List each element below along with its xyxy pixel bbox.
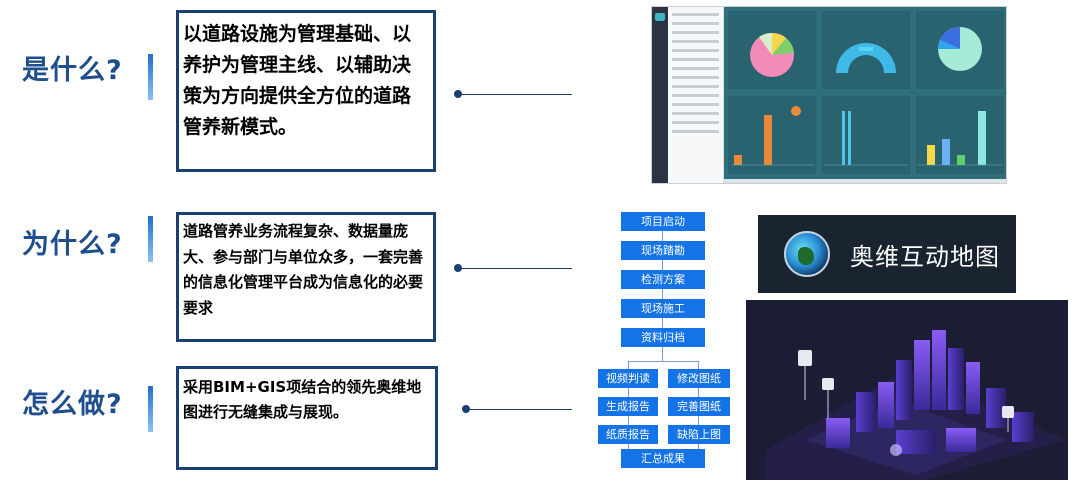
accent-bar <box>148 216 153 262</box>
answer-box-what: 以道路设施为管理基础、以养护为管理主线、以辅助决策为方向提供全方位的道路管养新模… <box>176 10 436 172</box>
map-logo-title: 奥维互动地图 <box>850 243 1000 271</box>
connector-line <box>466 409 572 410</box>
dashboard-sidebar <box>652 7 668 183</box>
flow-right-2: 完善图纸 <box>668 397 730 416</box>
city-illustration <box>766 330 1066 480</box>
flow-left-3: 纸质报告 <box>598 425 658 444</box>
dashboard-main <box>724 7 1006 179</box>
flow-connector <box>662 231 663 361</box>
flow-right-3: 缺陷上图 <box>668 425 730 444</box>
bar-chart-2 <box>824 111 908 166</box>
file-icon <box>798 350 812 366</box>
flow-step-1: 项目启动 <box>621 212 705 231</box>
answer-box-why: 道路管养业务流程复杂、数据量庞大、参与部门与单位众多，一套完善的信息化管理平台成… <box>176 212 436 342</box>
pie-chart-1 <box>750 32 794 77</box>
question-label-what: 是什么? <box>22 55 123 86</box>
map-logo-banner: 奥维互动地图 <box>758 215 1016 293</box>
connector-line <box>458 94 572 95</box>
flow-connector <box>628 361 629 369</box>
bar-chart-1 <box>732 106 814 166</box>
flowchart: 项目启动 现场踏勘 检测方案 现场施工 资料归档 视频判读 修改图纸 生成报告 … <box>598 212 738 474</box>
connector-line <box>458 268 572 269</box>
flow-step-5: 资料归档 <box>621 328 705 347</box>
accent-bar <box>148 54 153 100</box>
dashboard-screenshot <box>651 6 1007 184</box>
dashboard-graphics <box>726 9 1006 176</box>
globe-icon <box>784 231 830 277</box>
question-label-why: 为什么? <box>22 229 123 260</box>
flow-connector <box>628 388 629 460</box>
answer-box-how: 采用BIM+GIS项结合的领先奥维地图进行无缝集成与展现。 <box>176 366 438 470</box>
dashboard-footer <box>724 179 1006 183</box>
marker-icon <box>1002 406 1014 418</box>
city-model-render <box>746 300 1068 480</box>
flow-step-4: 现场施工 <box>621 299 705 318</box>
flow-step-2: 现场踏勘 <box>621 241 705 260</box>
flow-connector <box>628 361 698 362</box>
flow-connector <box>698 388 699 460</box>
pie-chart-3 <box>938 27 982 71</box>
bar-chart-3 <box>918 111 1002 166</box>
dashboard-menu <box>668 7 724 183</box>
question-label-how: 怎么做? <box>22 389 123 420</box>
flow-connector <box>698 361 699 369</box>
flow-left-2: 生成报告 <box>598 397 658 416</box>
flow-step-3: 检测方案 <box>621 270 705 289</box>
camera-icon <box>822 378 834 390</box>
gauge-chart <box>836 43 896 73</box>
accent-bar <box>148 386 153 432</box>
flow-final: 汇总成果 <box>621 449 705 468</box>
flow-left-1: 视频判读 <box>598 369 658 388</box>
flow-right-1: 修改图纸 <box>668 369 730 388</box>
